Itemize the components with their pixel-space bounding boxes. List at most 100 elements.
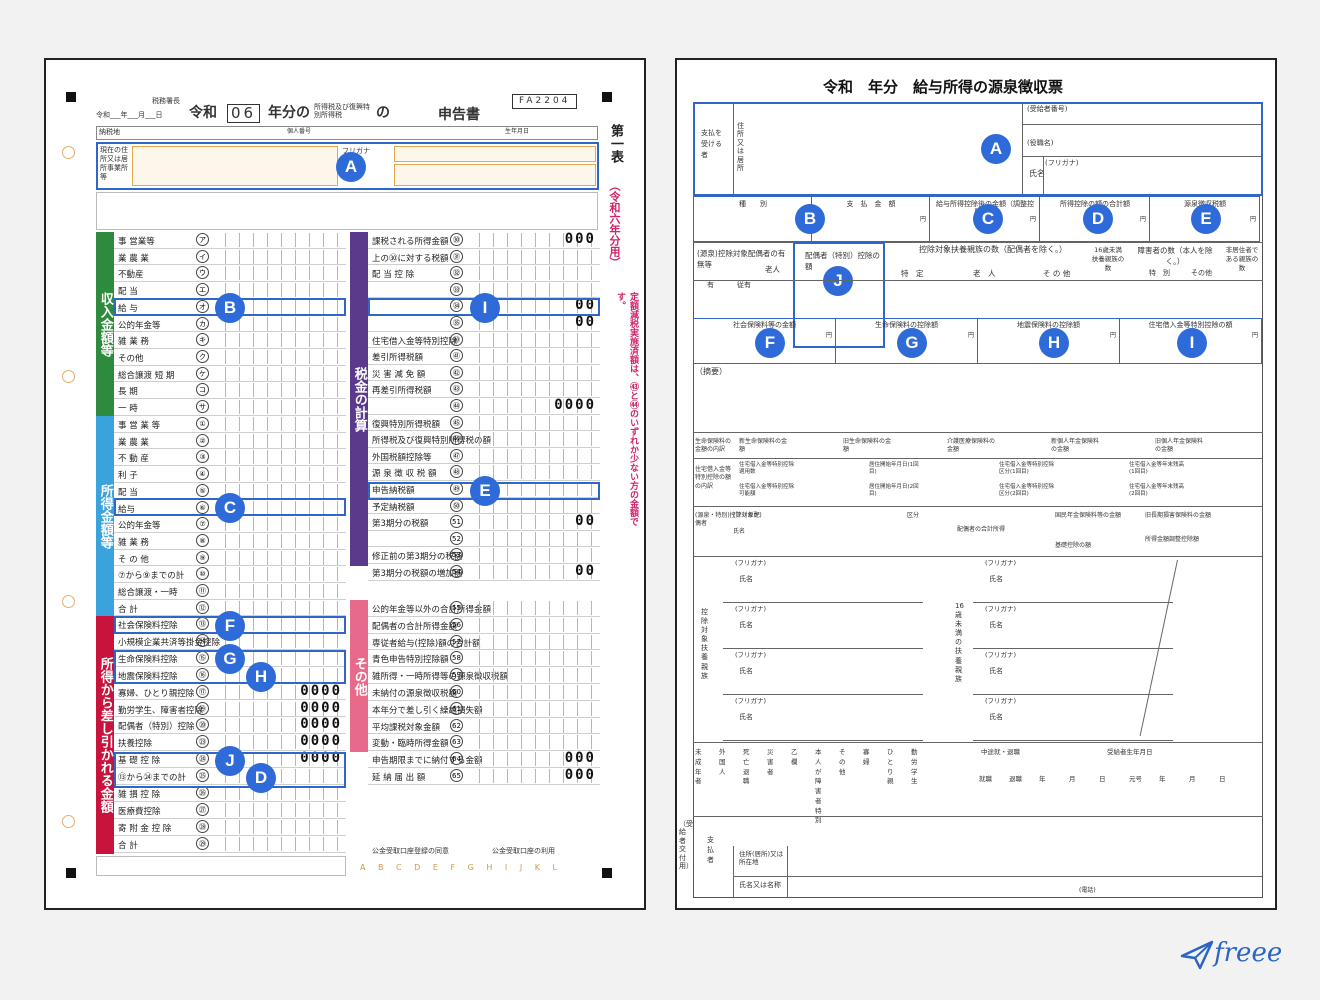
digit-cell[interactable] — [536, 266, 550, 281]
digit-cell[interactable] — [240, 400, 254, 414]
digit-cell[interactable] — [240, 633, 254, 648]
digit-cell[interactable] — [268, 633, 282, 648]
digit-cell[interactable] — [508, 565, 522, 579]
digit-cell[interactable] — [254, 600, 268, 615]
digit-cell[interactable] — [226, 533, 240, 548]
amount-cells[interactable] — [466, 634, 592, 649]
digit-cell[interactable] — [310, 266, 324, 281]
digit-cell[interactable] — [212, 450, 226, 465]
digit-cell[interactable] — [310, 617, 324, 631]
digit-cell[interactable] — [310, 600, 324, 615]
digit-cell[interactable] — [268, 517, 282, 532]
digit-cell[interactable] — [522, 282, 536, 297]
digit-cell[interactable] — [282, 417, 296, 431]
digit-cell[interactable] — [310, 836, 324, 851]
digit-cell[interactable] — [240, 283, 254, 298]
digit-cell[interactable] — [226, 802, 240, 817]
digit-cell[interactable] — [466, 399, 480, 413]
digit-cell[interactable] — [550, 349, 564, 364]
digit-cell[interactable] — [550, 668, 564, 683]
flag-checkbox[interactable] — [739, 802, 759, 814]
digit-cell[interactable] — [550, 399, 564, 413]
digit-cell[interactable] — [254, 283, 268, 298]
digit-cell[interactable] — [480, 365, 494, 380]
digit-cell[interactable] — [564, 482, 578, 496]
digit-cell[interactable] — [550, 448, 564, 463]
digit-cell[interactable] — [564, 701, 578, 716]
digit-cell[interactable] — [324, 500, 338, 515]
digit-cell[interactable] — [508, 752, 522, 767]
digit-cell[interactable] — [508, 498, 522, 513]
digit-cell[interactable] — [268, 819, 282, 834]
digit-cell[interactable] — [466, 634, 480, 649]
digit-cell[interactable] — [578, 382, 592, 397]
digit-cell[interactable] — [522, 349, 536, 364]
digit-cell[interactable] — [296, 233, 310, 247]
digit-cell[interactable] — [536, 718, 550, 733]
digit-cell[interactable] — [494, 601, 508, 615]
digit-cell[interactable] — [268, 684, 282, 699]
digit-cell[interactable] — [310, 233, 324, 247]
digit-cell[interactable] — [564, 617, 578, 632]
amount-cells[interactable] — [212, 517, 338, 532]
digit-cell[interactable] — [268, 249, 282, 264]
digit-cell[interactable] — [212, 769, 226, 784]
digit-cell[interactable] — [550, 365, 564, 380]
digit-cell[interactable] — [550, 735, 564, 750]
digit-cell[interactable] — [212, 316, 226, 331]
digit-cell[interactable] — [578, 668, 592, 683]
digit-cell[interactable] — [240, 701, 254, 716]
dep-input[interactable] — [731, 570, 911, 596]
digit-cell[interactable] — [550, 685, 564, 699]
digit-cell[interactable] — [240, 786, 254, 800]
digit-cell[interactable] — [254, 684, 268, 699]
digit-cell[interactable] — [522, 316, 536, 330]
digit-cell[interactable] — [212, 366, 226, 381]
digit-cell[interactable] — [212, 600, 226, 615]
digit-cell[interactable] — [578, 617, 592, 632]
digit-cell[interactable] — [268, 366, 282, 381]
digit-cell[interactable] — [226, 819, 240, 834]
digit-cell[interactable] — [494, 634, 508, 649]
digit-cell[interactable] — [536, 299, 550, 314]
digit-cell[interactable] — [536, 316, 550, 330]
digit-cell[interactable] — [578, 718, 592, 733]
digit-cell[interactable] — [240, 567, 254, 582]
digit-cell[interactable] — [324, 567, 338, 582]
digit-cell[interactable] — [578, 565, 592, 579]
digit-cell[interactable] — [226, 769, 240, 784]
digit-cell[interactable] — [310, 433, 324, 448]
digit-cell[interactable] — [494, 651, 508, 666]
digit-cell[interactable] — [268, 266, 282, 281]
digit-cell[interactable] — [466, 565, 480, 579]
digit-cell[interactable] — [212, 701, 226, 716]
digit-cell[interactable] — [282, 400, 296, 414]
digit-cell[interactable] — [578, 769, 592, 783]
digit-cell[interactable] — [324, 517, 338, 532]
amount-cells[interactable] — [466, 316, 592, 330]
flag-checkbox[interactable] — [811, 802, 831, 814]
digit-cell[interactable] — [508, 249, 522, 264]
digit-cell[interactable] — [466, 617, 480, 632]
digit-cell[interactable] — [564, 685, 578, 699]
digit-cell[interactable] — [522, 548, 536, 563]
digit-cell[interactable] — [324, 383, 338, 398]
digit-cell[interactable] — [310, 366, 324, 381]
digit-cell[interactable] — [240, 450, 254, 465]
digit-cell[interactable] — [240, 249, 254, 264]
amount-cells[interactable] — [466, 365, 592, 380]
digit-cell[interactable] — [508, 634, 522, 649]
amount-cells[interactable] — [466, 382, 592, 397]
digit-cell[interactable] — [296, 633, 310, 648]
digit-cell[interactable] — [564, 299, 578, 314]
digit-cell[interactable] — [564, 531, 578, 546]
dep-input[interactable] — [731, 616, 911, 642]
amount-cells[interactable] — [212, 836, 338, 851]
digit-cell[interactable] — [268, 349, 282, 364]
digit-cell[interactable] — [310, 283, 324, 298]
digit-cell[interactable] — [282, 667, 296, 682]
digit-cell[interactable] — [466, 249, 480, 264]
digit-cell[interactable] — [494, 365, 508, 380]
digit-cell[interactable] — [494, 382, 508, 397]
digit-cell[interactable] — [324, 249, 338, 264]
